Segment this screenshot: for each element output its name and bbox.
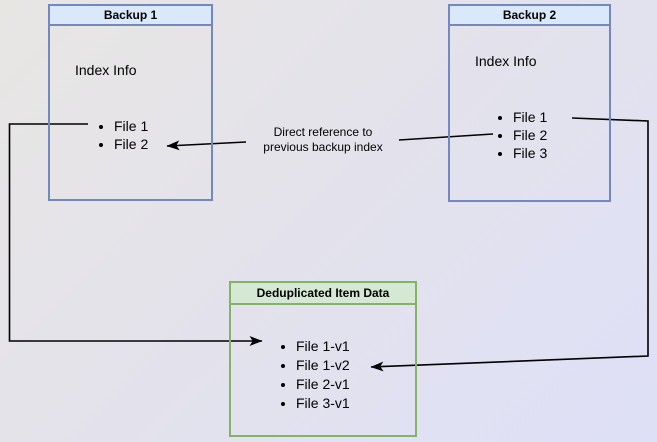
backup1-box: Backup 1 Index Info File 1File 2 — [48, 4, 213, 201]
dedup-item-list: File 1-v1File 1-v2File 2-v1File 3-v1 — [231, 337, 350, 413]
list-item: File 3-v1 — [296, 394, 350, 413]
dedup-title: Deduplicated Item Data — [256, 286, 390, 300]
backup1-title: Backup 1 — [103, 8, 158, 22]
backup2-box: Backup 2 Index Info File 1File 2File 3 — [448, 4, 611, 202]
backup1-header: Backup 1 — [50, 6, 211, 26]
list-item: File 1 — [513, 108, 547, 126]
list-item: File 1-v2 — [296, 356, 350, 375]
list-item: File 2 — [114, 135, 148, 153]
backup2-file-list: File 1File 2File 3 — [450, 108, 547, 162]
list-item: File 3 — [513, 144, 547, 162]
annotation-line1: Direct reference to — [273, 125, 373, 139]
backup2-header: Backup 2 — [450, 6, 609, 26]
backup2-title: Backup 2 — [502, 8, 557, 22]
deduplicated-item-data-box: Deduplicated Item Data File 1-v1File 1-v… — [229, 281, 417, 437]
annotation-line2: previous backup index — [263, 140, 383, 154]
list-item: File 2 — [513, 126, 547, 144]
annotation-label: Direct reference to previous backup inde… — [237, 125, 409, 155]
list-item: File 1-v1 — [296, 337, 350, 356]
backup2-index-info-label: Index Info — [475, 53, 537, 69]
dedup-header: Deduplicated Item Data — [231, 283, 415, 305]
backup1-index-info-label: Index Info — [75, 62, 137, 78]
backup1-file-list: File 1File 2 — [50, 117, 148, 153]
list-item: File 1 — [114, 117, 148, 135]
list-item: File 2-v1 — [296, 375, 350, 394]
